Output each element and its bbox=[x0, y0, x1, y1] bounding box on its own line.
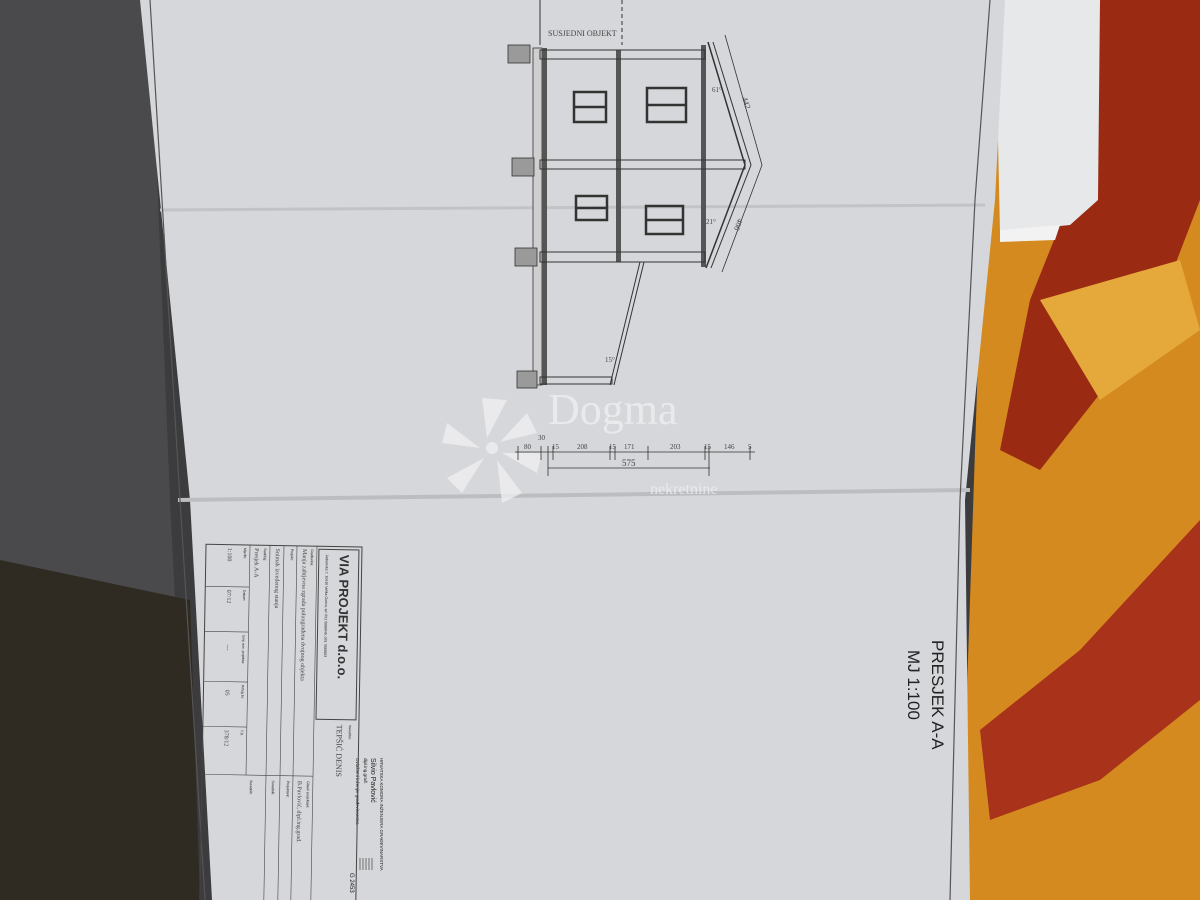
paper-sheet bbox=[140, 0, 1005, 900]
scale-label: Mjerilo: bbox=[243, 548, 247, 559]
dimension-labels: 80 30 15 208 15 171 203 15 146 5 575 bbox=[524, 434, 752, 468]
frame-border bbox=[149, 0, 206, 900]
designer-label: Projektant: bbox=[286, 781, 290, 798]
dimension-label: 203 bbox=[670, 443, 681, 451]
content: Presjek A-A bbox=[252, 548, 259, 578]
dimension-label: 30 bbox=[538, 434, 546, 442]
associate-label: Suradnik: bbox=[271, 780, 275, 795]
company-box bbox=[315, 548, 360, 721]
angle-label: 61° bbox=[712, 86, 722, 94]
sheet-label: Prilog br. bbox=[240, 685, 244, 699]
td-label: T.D. bbox=[240, 730, 244, 736]
td-number: 378/12 bbox=[223, 730, 229, 747]
dogma-logo-icon bbox=[442, 398, 542, 503]
paper-edge bbox=[1000, 225, 1060, 242]
dimension-label: 15 bbox=[704, 443, 712, 451]
date: 07/12 bbox=[225, 590, 231, 604]
dimension-label: 15 bbox=[609, 443, 617, 451]
footing bbox=[516, 370, 538, 389]
floor-shadow bbox=[0, 560, 200, 900]
section-drawing: SUSJEDNI OBJEKT 442 406 61° 21° 15° bbox=[507, 0, 763, 476]
drawing-title: PRESJEK A-A MJ 1:100 bbox=[904, 640, 947, 750]
roof-dimension: 406 bbox=[732, 217, 745, 231]
angle-label: 15° bbox=[605, 356, 615, 364]
stamp-number: G 2453 bbox=[348, 873, 354, 893]
carpet-pattern bbox=[980, 520, 1200, 820]
watermark-brand: Dogma bbox=[548, 385, 678, 434]
dimension-label: 5 bbox=[748, 443, 752, 451]
angle-label: 21° bbox=[706, 218, 716, 226]
roof-dimension-line bbox=[721, 34, 763, 273]
stamp-name: Silvio Pavlović bbox=[369, 758, 376, 803]
slab bbox=[539, 251, 706, 263]
investor: TEPŠIĆ DENIS bbox=[334, 725, 345, 777]
insulation bbox=[532, 47, 543, 386]
stamp-title: dipl.ing.građ. bbox=[363, 758, 368, 784]
dimension-label: 171 bbox=[624, 443, 635, 451]
roof-slope bbox=[705, 41, 746, 269]
dimension-label: 146 bbox=[724, 443, 735, 451]
windows bbox=[572, 86, 688, 236]
slab bbox=[539, 49, 706, 60]
building-label: Građevina: bbox=[310, 549, 314, 566]
fold-line bbox=[159, 203, 986, 212]
chief-designer-label: Glavni projektant: bbox=[305, 781, 309, 808]
other-paper bbox=[995, 0, 1100, 232]
revision-label: Izmj. nov. projekta: bbox=[241, 635, 246, 664]
lower-roof bbox=[609, 261, 645, 386]
carpet-pattern bbox=[1000, 0, 1200, 470]
investor-label: Investitor: bbox=[348, 725, 352, 740]
frame-border bbox=[949, 0, 991, 900]
dimension-ticks bbox=[517, 446, 751, 476]
dimension-label: 15 bbox=[552, 443, 560, 451]
dimension-label: 80 bbox=[524, 443, 532, 451]
company-logo: VIA PROJEKT d.o.o. bbox=[335, 555, 352, 680]
footing bbox=[511, 157, 535, 177]
stamp-chamber: HRVATSKA KOMORA INŽENJERA GRAĐEVINARSTVA bbox=[379, 758, 386, 871]
roof-dimension: 442 bbox=[740, 96, 752, 110]
slab bbox=[539, 376, 613, 385]
footing bbox=[514, 247, 538, 267]
project-label: Projekt: bbox=[290, 549, 294, 561]
section-title: PRESJEK A-A bbox=[928, 640, 947, 750]
revision: --- bbox=[224, 645, 230, 651]
stamp-logo-icon bbox=[359, 858, 373, 870]
fold-line bbox=[177, 488, 971, 502]
scale: 1:100 bbox=[226, 548, 232, 562]
carpet-pattern bbox=[1040, 260, 1200, 400]
neighbor-label: SUSJEDNI OBJEKT bbox=[548, 29, 617, 38]
sheet-number: 05 bbox=[223, 690, 229, 696]
section-scale: MJ 1:100 bbox=[904, 650, 923, 720]
project: Snimak izvedenog stanja bbox=[273, 548, 280, 608]
chief-designer: B.Pavlović, dipl.ing.građ. bbox=[295, 781, 302, 843]
watermark: Dogma nekretnine bbox=[442, 385, 718, 503]
building: Manja zahtjevna zgrada poluugrađena dvoj… bbox=[299, 549, 307, 681]
date-label: Datum: bbox=[242, 590, 246, 601]
total-dimension-label: 575 bbox=[622, 458, 636, 468]
company-address: Jadranska 7, 10410 Velika Gorica, tel. 0… bbox=[323, 554, 329, 657]
title-block: VIA PROJEKT d.o.o. Jadranska 7, 10410 Ve… bbox=[199, 543, 363, 900]
roof-slope bbox=[710, 41, 752, 269]
associate2-label: Suradnik: bbox=[249, 780, 253, 795]
content-label: Sadržaj: bbox=[263, 548, 267, 561]
right-wall bbox=[701, 45, 706, 267]
left-wall bbox=[542, 48, 547, 385]
middle-wall bbox=[616, 50, 621, 262]
dimension-label: 208 bbox=[577, 443, 588, 451]
watermark-sub: nekretnine bbox=[650, 481, 718, 498]
footing bbox=[507, 44, 531, 64]
